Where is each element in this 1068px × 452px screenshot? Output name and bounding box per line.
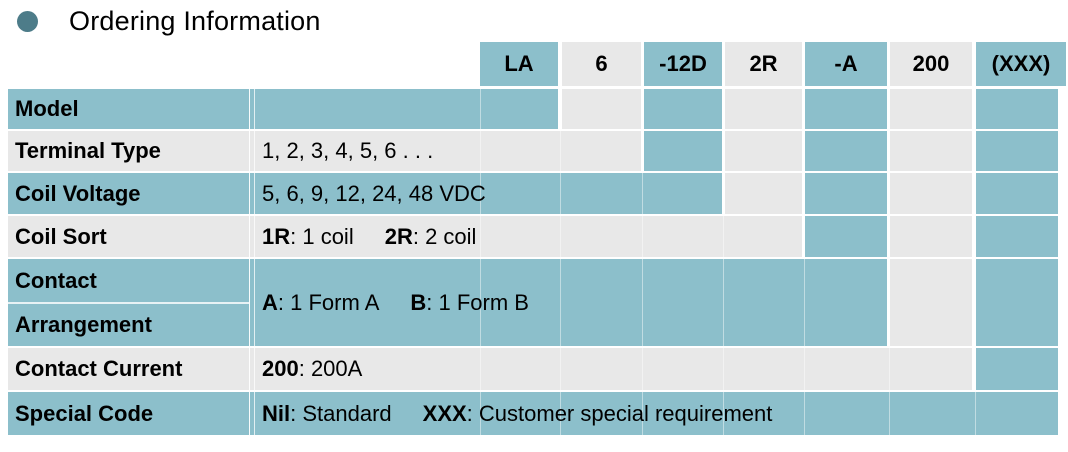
label-divider bbox=[8, 302, 249, 304]
column-xxx-segment bbox=[976, 89, 1058, 129]
column-6-segment bbox=[562, 89, 641, 129]
row-terminal-type-label: Terminal Type bbox=[8, 131, 249, 171]
row-coil-voltage-content: 5, 6, 9, 12, 24, 48 VDC bbox=[249, 173, 722, 214]
row-contact-arrangement-content: A: 1 Form A B: 1 Form B bbox=[249, 259, 887, 346]
option-2r: 2R: 2 coil bbox=[384, 223, 477, 249]
row-contact-current-label: Contact Current bbox=[8, 348, 249, 390]
row-contact-current-content: 200: 200A bbox=[249, 348, 972, 390]
row-coil-voltage-label: Coil Voltage bbox=[8, 173, 249, 214]
option-1r: 1R: 1 coil bbox=[262, 223, 354, 249]
row-contact-current: Contact Current 200: 200A bbox=[8, 348, 972, 390]
column-12d-segment bbox=[644, 131, 722, 171]
column-a-segment bbox=[805, 131, 887, 171]
column-a-segment bbox=[805, 89, 887, 129]
option-form-b: B: 1 Form B bbox=[410, 289, 529, 315]
option-xxx: XXX: Customer special requirement bbox=[422, 400, 773, 426]
column-200-segment bbox=[890, 89, 972, 129]
column-200-segment bbox=[890, 131, 972, 171]
row-special-code-content: Nil: Standard XXX: Customer special requ… bbox=[249, 392, 1058, 435]
option-nil: Nil: Standard bbox=[262, 400, 392, 426]
column-xxx-segment bbox=[976, 216, 1058, 257]
part-code-coil-voltage: -12D bbox=[644, 42, 722, 86]
column-200-segment bbox=[890, 259, 972, 346]
row-model-content bbox=[249, 89, 558, 129]
column-a-segment bbox=[805, 216, 887, 257]
row-coil-sort-label: Coil Sort bbox=[8, 216, 249, 257]
column-2r-segment bbox=[725, 131, 802, 171]
column-a-segment bbox=[805, 173, 887, 214]
row-contact-arrangement-label: Contact Arrangement bbox=[8, 259, 249, 346]
row-model: Model bbox=[8, 89, 558, 129]
section-title: Ordering Information bbox=[69, 5, 321, 36]
row-special-code: Special Code Nil: Standard XXX: Customer… bbox=[8, 392, 1058, 435]
column-xxx-segment bbox=[976, 173, 1058, 214]
part-code-special: (XXX) bbox=[976, 42, 1066, 86]
column-200-segment bbox=[890, 216, 972, 257]
row-special-code-label: Special Code bbox=[8, 392, 249, 435]
row-coil-voltage: Coil Voltage 5, 6, 9, 12, 24, 48 VDC bbox=[8, 173, 722, 214]
part-code-contact-current: 200 bbox=[890, 42, 972, 86]
column-12d-segment bbox=[644, 89, 722, 129]
column-200-segment bbox=[890, 173, 972, 214]
row-contact-arrangement: Contact Arrangement A: 1 Form A B: 1 For… bbox=[8, 259, 887, 346]
column-xxx-segment bbox=[976, 348, 1058, 390]
part-code-coil-sort: 2R bbox=[725, 42, 802, 86]
section-header: Ordering Information bbox=[17, 5, 321, 37]
option-200a: 200: 200A bbox=[262, 356, 363, 381]
row-terminal-type: Terminal Type 1, 2, 3, 4, 5, 6 . . . bbox=[8, 131, 641, 171]
column-2r-segment bbox=[725, 173, 802, 214]
part-code-model: LA bbox=[480, 42, 558, 86]
column-xxx-segment bbox=[976, 131, 1058, 171]
row-terminal-type-content: 1, 2, 3, 4, 5, 6 . . . bbox=[249, 131, 641, 171]
column-2r-segment bbox=[725, 89, 802, 129]
part-code-contact-arrangement: -A bbox=[805, 42, 887, 86]
column-xxx-segment bbox=[976, 259, 1058, 346]
option-form-a: A: 1 Form A bbox=[262, 289, 380, 315]
section-bullet-icon bbox=[17, 10, 38, 32]
row-coil-sort-content: 1R: 1 coil 2R: 2 coil bbox=[249, 216, 802, 257]
row-model-label: Model bbox=[8, 89, 249, 129]
row-coil-sort: Coil Sort 1R: 1 coil 2R: 2 coil bbox=[8, 216, 802, 257]
part-code-terminal-type: 6 bbox=[562, 42, 641, 86]
